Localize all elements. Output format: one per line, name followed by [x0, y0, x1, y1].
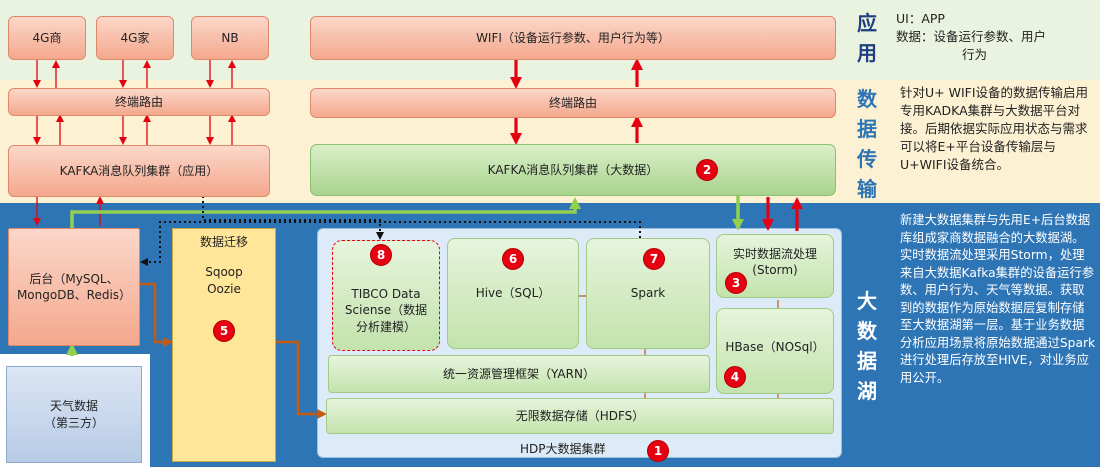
layer-label-application: 应用: [857, 11, 877, 65]
terminal-router-left-label: 终端路由: [114, 94, 163, 109]
badge-2: 2: [696, 159, 718, 181]
source-4g-commercial-label: 4G商: [32, 30, 62, 45]
badge-5: 5: [213, 320, 235, 342]
weather-data-source[interactable]: 天气数据 （第三方）: [6, 366, 142, 463]
kafka-cluster-bigdata[interactable]: KAFKA消息队列集群（大数据）: [310, 144, 836, 196]
app-note-data: 数据：设备运行参数、用户: [896, 29, 1047, 44]
backend-databases-label: 后台（MySQL、MongoDB、Redis）: [16, 271, 132, 302]
badge-1: 1: [647, 440, 669, 462]
badge-6: 6: [502, 248, 524, 270]
application-notes: UI：APP 数据：设备运行参数、用户 行为: [896, 10, 1096, 64]
data-migration-panel[interactable]: 数据迁移 Sqoop Oozie: [172, 228, 276, 462]
weather-data-title: 天气数据: [49, 399, 98, 414]
realtime-stream-storm-label: 实时数据流处理(Storm): [732, 246, 817, 277]
layer-label-data-lake: 大数据湖: [857, 289, 877, 403]
source-4g-home-label: 4G家: [120, 30, 150, 45]
badge-4: 4: [724, 366, 746, 388]
source-wifi[interactable]: WIFI（设备运行参数、用户行为等）: [310, 16, 836, 60]
source-4g-home[interactable]: 4G家: [96, 16, 174, 60]
terminal-router-right[interactable]: 终端路由: [310, 88, 836, 118]
terminal-router-left[interactable]: 终端路由: [8, 88, 270, 116]
hdp-cluster-label: HDP大数据集群: [520, 442, 606, 456]
source-nb-label: NB: [221, 30, 239, 45]
layer-label-transport: 数据传输: [857, 87, 877, 201]
badge-7: 7: [643, 248, 665, 270]
kafka-cluster-application-label: KAFKA消息队列集群（应用）: [59, 163, 219, 178]
weather-data-subtitle: （第三方）: [43, 415, 104, 430]
hdfs-storage-label: 无限数据存储（HDFS）: [515, 408, 645, 423]
data-migration-title: 数据迁移: [199, 235, 248, 249]
transport-note: 针对U+ WIFI设备的数据传输启用专用KADKA集群与大数据平台对接。后期依据…: [900, 85, 1089, 172]
hdfs-storage[interactable]: 无限数据存储（HDFS）: [326, 398, 834, 434]
source-nb[interactable]: NB: [191, 16, 269, 60]
hbase-nosql-label: HBase（NOSql）: [725, 339, 825, 354]
hive-sql-label: Hive（SQL）: [475, 286, 551, 301]
backend-databases[interactable]: 后台（MySQL、MongoDB、Redis）: [8, 228, 140, 346]
app-note-data-cont: 行为: [962, 47, 988, 62]
tibco-data-science-label: TIBCO Data Sciense（数据分析建模）: [344, 287, 428, 334]
hbase-nosql[interactable]: HBase（NOSql）: [716, 308, 834, 394]
tool-sqoop: Sqoop: [205, 265, 243, 279]
data-lake-note: 新建大数据集群与先用E+后台数据库组成家商数据融合的大数据湖。实时数据流处理采用…: [900, 213, 1096, 385]
source-wifi-label: WIFI（设备运行参数、用户行为等）: [476, 30, 670, 45]
source-4g-commercial[interactable]: 4G商: [8, 16, 86, 60]
yarn-resource-manager-label: 统一资源管理框架（YARN）: [443, 366, 595, 381]
data-migration-tools: Sqoop Oozie: [173, 264, 275, 298]
badge-3: 3: [725, 272, 747, 294]
app-note-ui: UI：APP: [896, 11, 945, 26]
tool-oozie: Oozie: [207, 282, 241, 296]
badge-8: 8: [370, 244, 392, 266]
kafka-cluster-application[interactable]: KAFKA消息队列集群（应用）: [8, 145, 270, 197]
kafka-cluster-bigdata-label: KAFKA消息队列集群（大数据）: [487, 162, 659, 177]
yarn-resource-manager[interactable]: 统一资源管理框架（YARN）: [328, 355, 710, 393]
terminal-router-right-label: 终端路由: [548, 95, 597, 110]
spark-label: Spark: [630, 286, 666, 301]
